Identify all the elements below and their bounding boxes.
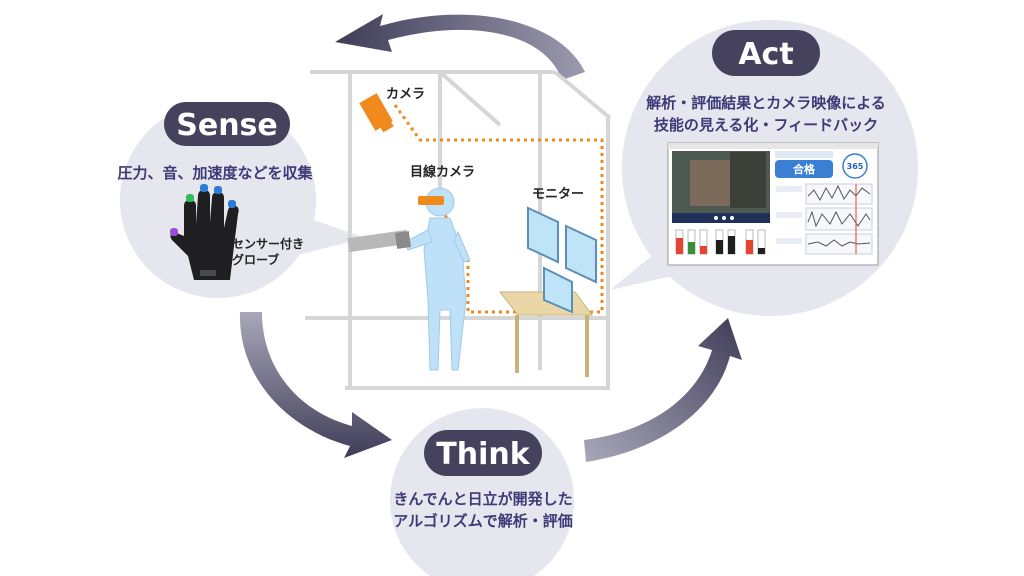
sensor-graphs [805, 183, 873, 255]
glove-label-line2: グローブ [232, 252, 279, 267]
sensor-bars [675, 229, 766, 255]
pipe [347, 229, 412, 253]
sense-title: Sense [176, 108, 278, 143]
monitor-label: モニター [532, 187, 584, 202]
eye-camera-icon [418, 196, 444, 205]
cycle-arrow-icon-left [239, 312, 392, 458]
worker-figure [404, 187, 471, 371]
act-title: Act [738, 37, 793, 72]
think-pill: Think [424, 430, 542, 476]
cycle-arrow-icon-top [335, 14, 585, 80]
think-caption-line1: きんでんと日立が開発した [393, 490, 572, 508]
workbench [498, 291, 593, 377]
pass-label: 合格 [793, 162, 816, 176]
sense-pill: Sense [164, 102, 290, 146]
act-caption-line2: 技能の見える化・フィードバック [654, 116, 878, 134]
camera-icon [359, 93, 394, 133]
eye-camera-label: 目線カメラ [410, 164, 475, 180]
score-badge: 365 [847, 162, 864, 171]
think-title: Think [436, 437, 530, 472]
cycle-arrow-icon-right [584, 318, 742, 462]
think-caption-line2: アルゴリズムで解析・評価 [393, 512, 573, 530]
camera-label: カメラ [386, 87, 425, 102]
monitor-icon [527, 206, 597, 314]
sense-caption: 圧力、音、加速度などを収集 [117, 164, 313, 182]
glove-label-line1: センサー付き [232, 236, 304, 251]
act-caption-line1: 解析・評価結果とカメラ映像による [646, 94, 886, 112]
glove-icon [170, 184, 239, 280]
feedback-app-screen: 合格 365 [667, 142, 879, 266]
act-pill: Act [712, 30, 820, 76]
